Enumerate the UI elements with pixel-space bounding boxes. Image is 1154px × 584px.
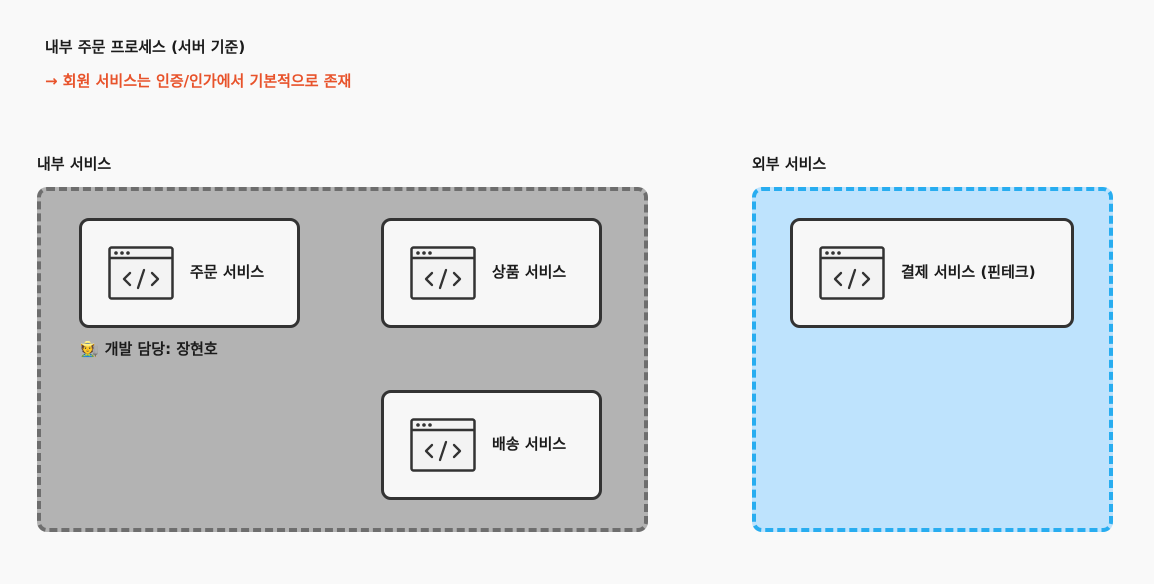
product-service-card: 상품 서비스 — [381, 218, 602, 328]
code-window-icon — [410, 418, 476, 472]
order-service-card: 주문 서비스 — [79, 218, 300, 328]
payment-service-card: 결제 서비스 (핀테크) — [790, 218, 1074, 328]
delivery-service-label: 배송 서비스 — [492, 435, 567, 453]
code-window-icon — [108, 246, 174, 300]
payment-service-label: 결제 서비스 (핀테크) — [901, 263, 1036, 281]
diagram-title: 내부 주문 프로세스 (서버 기준) — [45, 38, 246, 56]
delivery-service-card: 배송 서비스 — [381, 390, 602, 500]
diagram-note: → 회원 서비스는 인증/인가에서 기본적으로 존재 — [45, 72, 352, 90]
code-window-icon — [819, 246, 885, 300]
dev-owner-text: 개발 담당: 장현호 — [104, 340, 218, 358]
order-service-label: 주문 서비스 — [190, 263, 265, 281]
code-window-icon — [410, 246, 476, 300]
dev-owner-note: 🧑‍🌾 개발 담당: 장현호 — [80, 338, 218, 359]
product-service-label: 상품 서비스 — [492, 263, 567, 281]
farmer-icon: 🧑‍🌾 — [80, 339, 99, 358]
internal-services-label: 내부 서비스 — [37, 155, 112, 173]
external-services-label: 외부 서비스 — [752, 155, 827, 173]
